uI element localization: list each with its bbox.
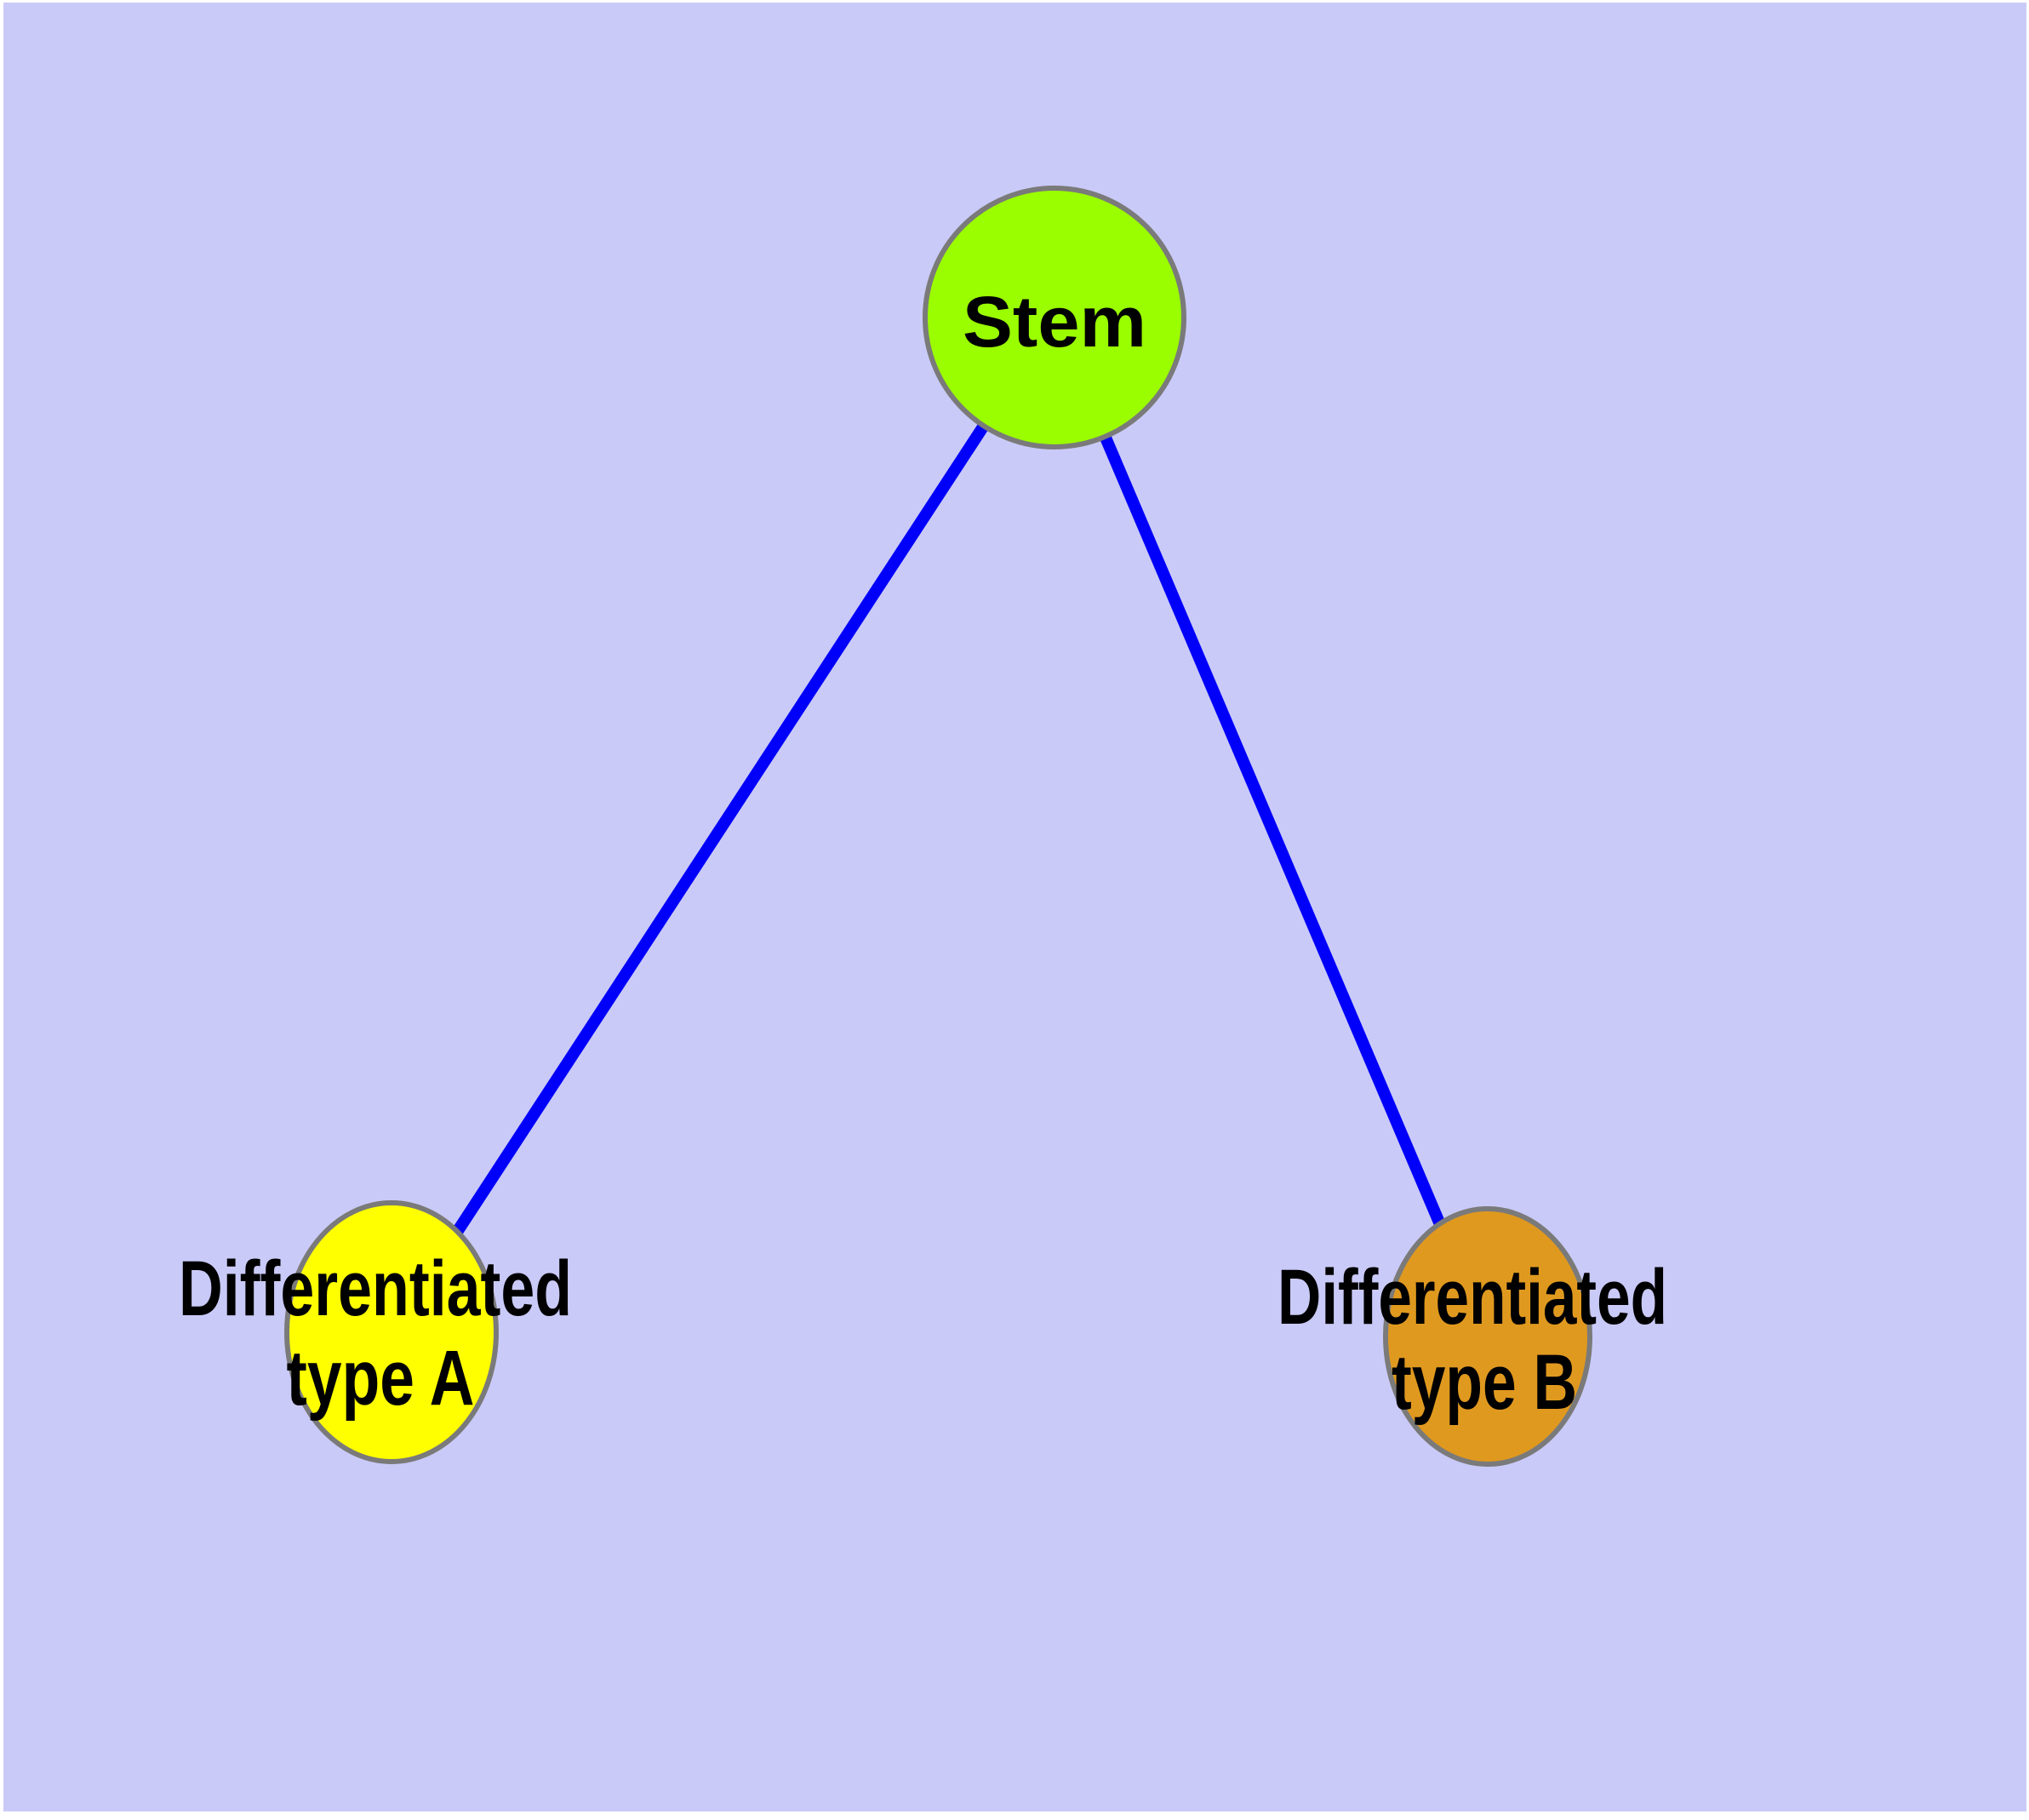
edge-stem-to-type-b (1049, 315, 1494, 1339)
type-b-node (1383, 1206, 1592, 1467)
type-a-node-label-line1: Differentiated (179, 1245, 572, 1332)
edge-stem-to-type-a (386, 314, 1060, 1336)
type-a-node-label-line2: type A (287, 1335, 475, 1422)
stem-node-label: Stem (963, 282, 1146, 362)
type-a-node (284, 1200, 499, 1464)
type-b-node-label-line2: type B (1392, 1339, 1577, 1426)
stem-node (923, 186, 1186, 449)
type-b-node-label-line1: Differentiated (1277, 1254, 1667, 1341)
